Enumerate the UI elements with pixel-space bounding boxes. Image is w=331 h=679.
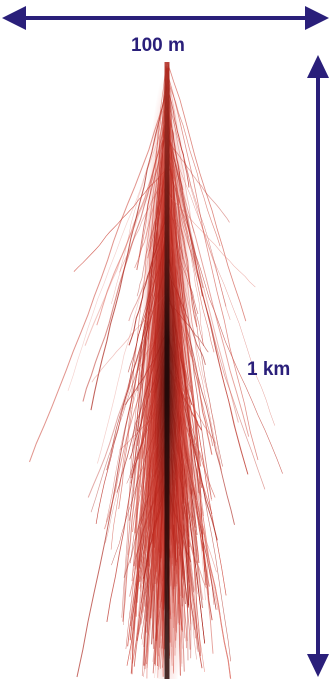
vertical-scale-label: 1 km: [247, 360, 290, 379]
shower-core: [141, 62, 193, 679]
horizontal-scale-arrow: [2, 6, 329, 30]
vertical-scale-arrow: [307, 55, 329, 677]
shower-axis: [167, 62, 168, 679]
horizontal-scale-label: 100 m: [131, 36, 185, 55]
